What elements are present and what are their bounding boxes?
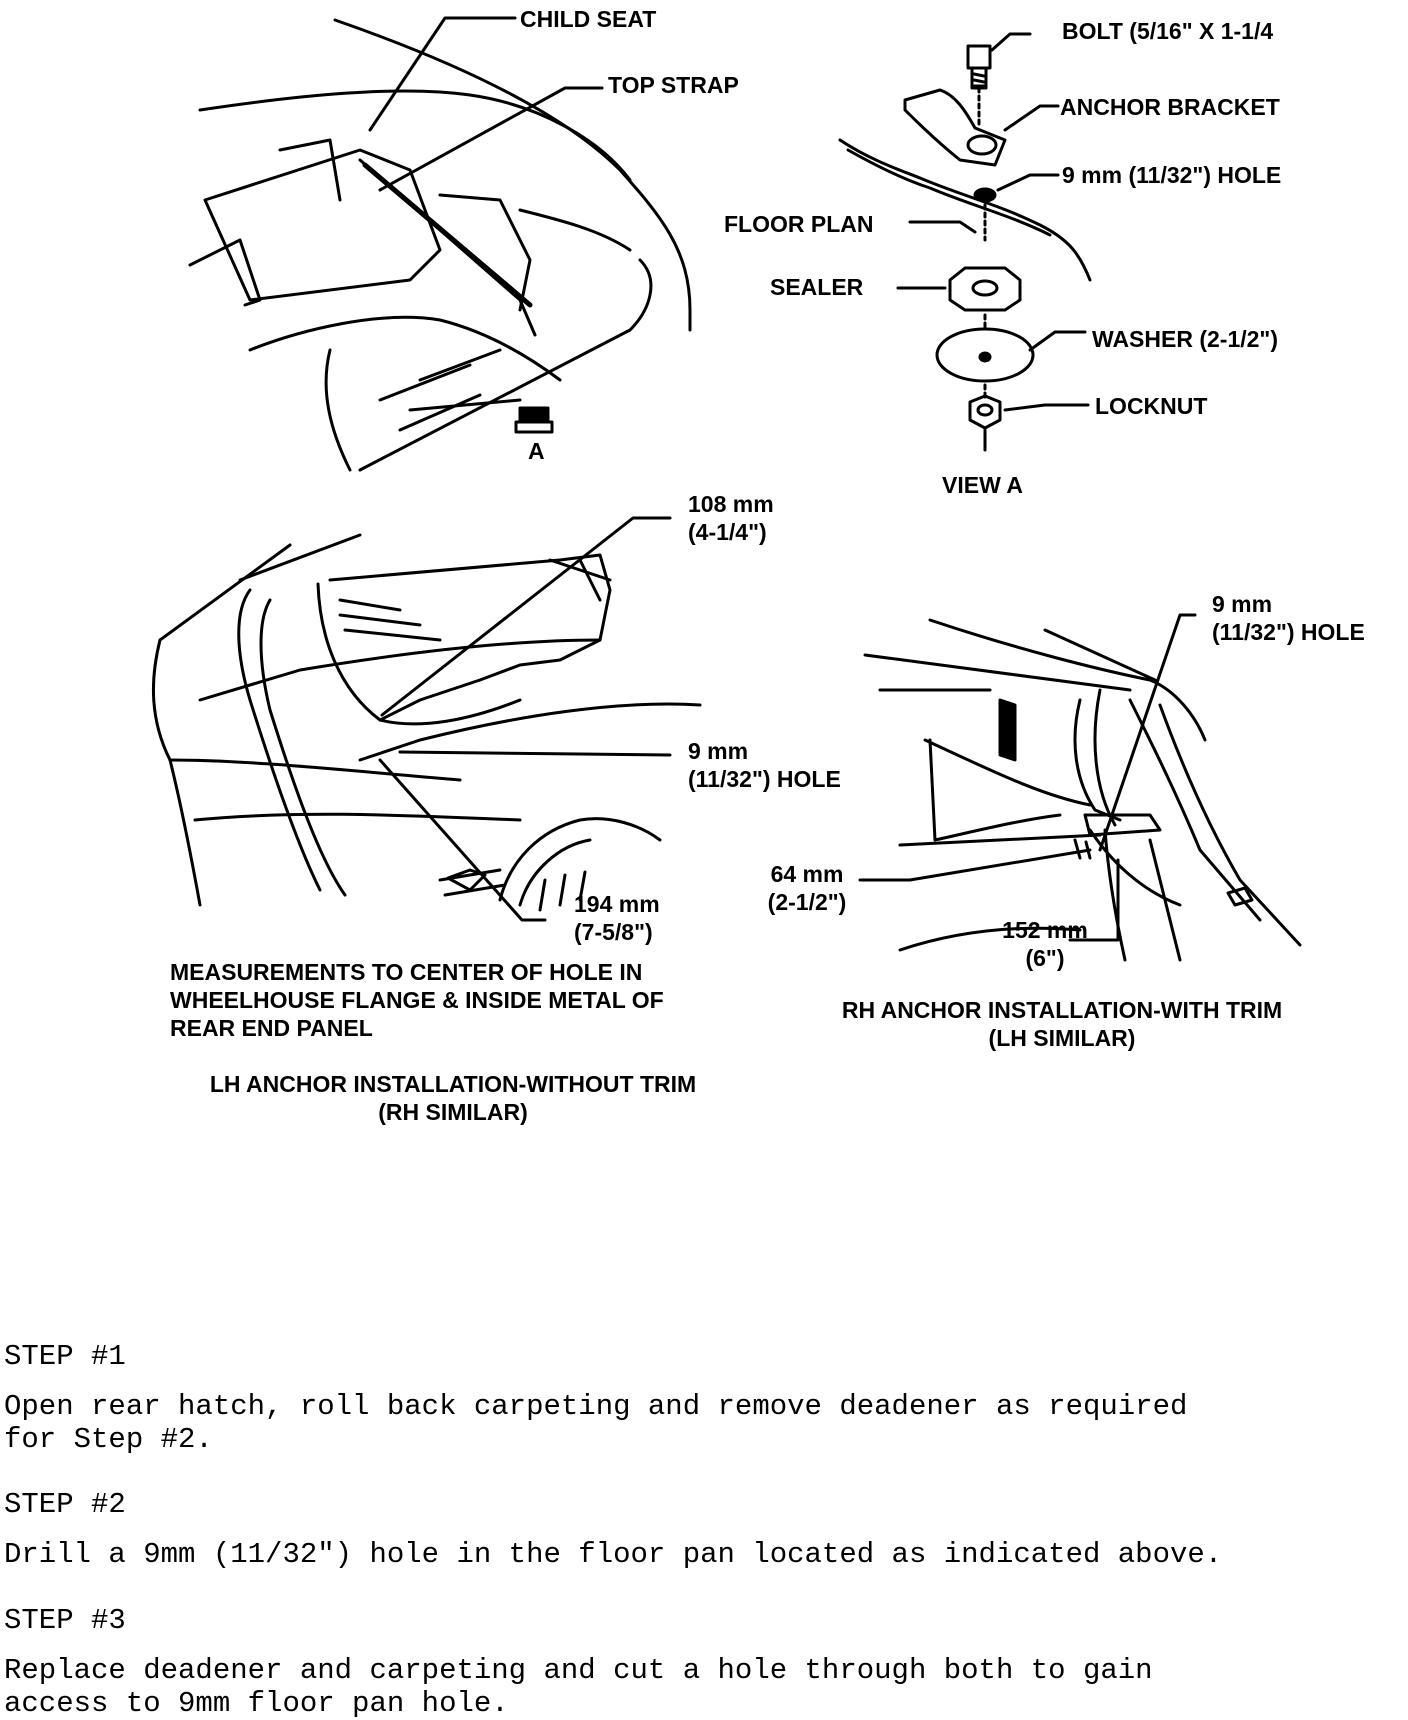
view-a-hole-label: 9 mm (11/32") HOLE (1062, 162, 1282, 188)
lh-anchor-drawing (151, 533, 702, 912)
step-3-text: Replace deadener and carpeting and cut a… (4, 1654, 1153, 1720)
sealer-label: SEALER (770, 274, 864, 300)
rh-152mm-label: 152 mm (6") (1002, 917, 1088, 971)
top-strap-label: TOP STRAP (608, 72, 739, 98)
locknut-label: LOCKNUT (1095, 393, 1208, 419)
view-a-title: VIEW A (942, 472, 1023, 498)
bolt-label: BOLT (5/16" X 1-1/4 (1062, 18, 1274, 44)
lh-108-leader (380, 516, 672, 717)
top-strap-leader (378, 86, 604, 192)
anchor-bracket-label: ANCHOR BRACKET (1060, 94, 1280, 120)
lh-measurements-caption: MEASUREMENTS TO CENTER OF HOLE IN WHEELH… (170, 959, 664, 1041)
step-2-heading: STEP #2 (4, 1488, 126, 1521)
view-marker-label: A (528, 438, 545, 464)
step-3-heading: STEP #3 (4, 1604, 126, 1637)
lh-108mm-label: 108 mm (4-1/4") (688, 491, 774, 545)
rh-hole-label: 9 mm (11/32") HOLE (1212, 591, 1365, 645)
rh-anchor-drawing (863, 618, 1302, 962)
lh-hole-label: 9 mm (11/32") HOLE (688, 738, 841, 792)
hatch-area-drawing (188, 18, 692, 472)
lh-194mm-label: 194 mm (7-5/8") (574, 891, 660, 945)
lh-installation-title: LH ANCHOR INSTALLATION-WITHOUT TRIM (RH … (209, 1071, 697, 1125)
step-1-heading: STEP #1 (4, 1340, 126, 1373)
rh-installation-title: RH ANCHOR INSTALLATION-WITH TRIM (LH SIM… (841, 997, 1283, 1051)
rh-64mm-label: 64 mm (2-1/2") (767, 861, 847, 915)
step-1-text: Open rear hatch, roll back carpeting and… (4, 1390, 1188, 1456)
child-seat-leader (368, 16, 517, 132)
view-a-drawing (838, 44, 1092, 452)
washer-label: WASHER (2-1/2") (1092, 326, 1278, 352)
floor-plan-label: FLOOR PLAN (724, 211, 874, 237)
step-2-text: Drill a 9mm (11/32") hole in the floor p… (4, 1538, 1223, 1571)
child-seat-label: CHILD SEAT (520, 6, 657, 32)
